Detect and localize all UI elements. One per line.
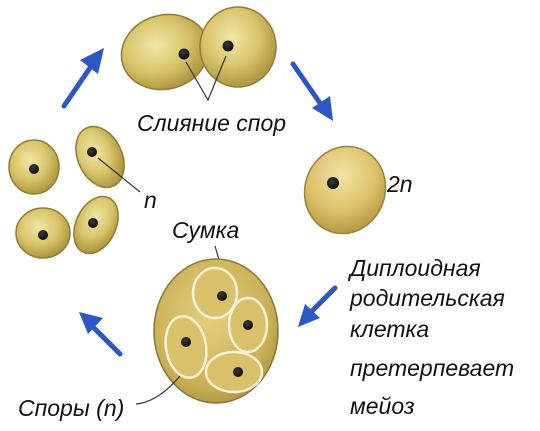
diploid-ploidy-label: 2n: [386, 171, 413, 197]
arrow-to-ascus: [298, 288, 335, 327]
nucleus: [243, 320, 253, 330]
nucleus: [38, 230, 48, 240]
arrow-to-fusion: [64, 48, 104, 106]
arrow-to-haploid: [79, 312, 120, 354]
arrow-to-diploid: [293, 64, 333, 121]
haploid-spores: [9, 119, 133, 261]
description-line: клетка: [350, 316, 429, 342]
nucleus: [217, 291, 227, 301]
haploid-spore: [67, 119, 134, 196]
nucleus: [179, 49, 190, 60]
nucleus: [327, 177, 339, 189]
nucleus: [29, 164, 39, 174]
description-line: мейоз: [350, 393, 415, 419]
nucleus: [233, 367, 243, 377]
fusion-label: Слияние спор: [137, 110, 286, 136]
diploid-cell: [292, 135, 397, 245]
nucleus: [88, 218, 98, 228]
ascus: [154, 259, 278, 403]
description-line: Диплоидная: [347, 255, 481, 281]
meiosis-description: Диплоидная родительская клетка претерпев…: [347, 255, 514, 419]
description-line: претерпевает: [350, 355, 514, 381]
fusing-spore-right: [200, 7, 276, 87]
ascus-label: Сумка: [172, 217, 239, 243]
spores-label: Споры (n): [18, 395, 124, 421]
nucleus: [181, 337, 191, 347]
description-line: родительская: [349, 285, 505, 311]
haploid-ploidy-label: n: [144, 187, 157, 213]
nucleus: [223, 41, 234, 52]
fusing-spores: [113, 5, 276, 99]
nucleus: [87, 147, 97, 157]
ascus-spore: [193, 268, 237, 318]
